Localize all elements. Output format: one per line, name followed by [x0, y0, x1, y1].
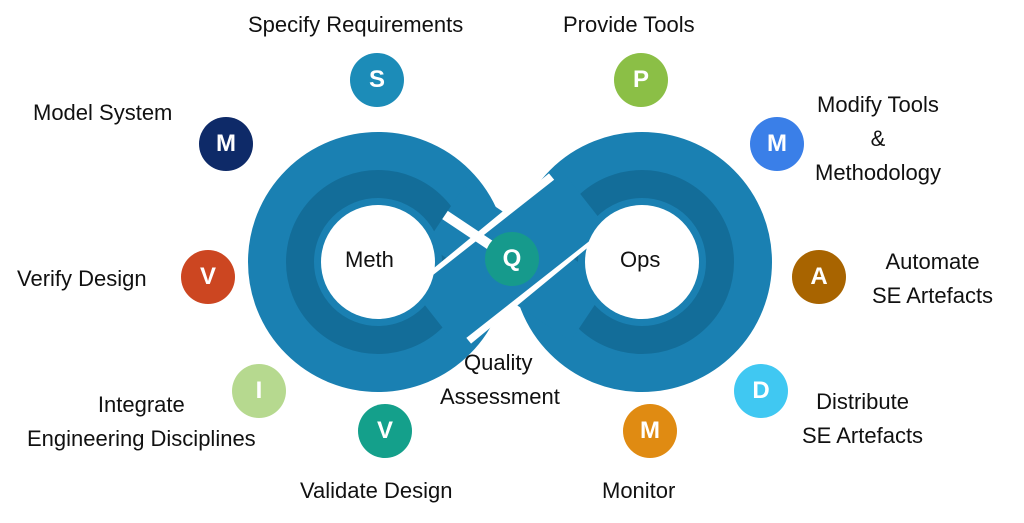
label-distribute-2: SE Artefacts	[802, 423, 924, 448]
node-provide: P	[614, 53, 668, 107]
quality-label-1: Quality	[464, 350, 533, 375]
label-automate-1: Automate	[885, 249, 980, 274]
label-provide: Provide Tools	[563, 12, 695, 37]
node-monitor: M	[623, 404, 677, 458]
meth-label: Meth	[345, 247, 394, 272]
label-distribute: Distribute SE Artefacts	[802, 385, 923, 453]
label-modify-1: Modify Tools	[817, 92, 939, 117]
node-modify: M	[750, 117, 804, 171]
label-validate: Validate Design	[300, 478, 453, 503]
ops-label: Ops	[620, 247, 661, 272]
label-modify-2: &	[870, 126, 886, 151]
label-modify: Modify Tools & Methodology	[815, 88, 941, 190]
label-integrate-2: Engineering Disciplines	[27, 426, 256, 451]
node-verify: V	[181, 250, 235, 304]
node-automate: A	[792, 250, 846, 304]
node-validate: V	[358, 404, 412, 458]
node-distribute: D	[734, 364, 788, 418]
node-specify: S	[350, 53, 404, 107]
quality-node: Q	[485, 232, 539, 286]
label-automate: Automate SE Artefacts	[872, 245, 993, 313]
label-verify: Verify Design	[17, 266, 147, 291]
node-model: M	[199, 117, 253, 171]
quality-label-2: Assessment	[440, 384, 560, 409]
label-distribute-1: Distribute	[816, 389, 909, 414]
label-specify: Specify Requirements	[248, 12, 464, 37]
label-monitor: Monitor	[602, 478, 676, 503]
label-modify-3: Methodology	[815, 160, 941, 185]
label-integrate-1: Integrate	[97, 392, 185, 417]
node-integrate: I	[232, 364, 286, 418]
label-automate-2: SE Artefacts	[872, 283, 994, 308]
label-model: Model System	[33, 100, 173, 125]
